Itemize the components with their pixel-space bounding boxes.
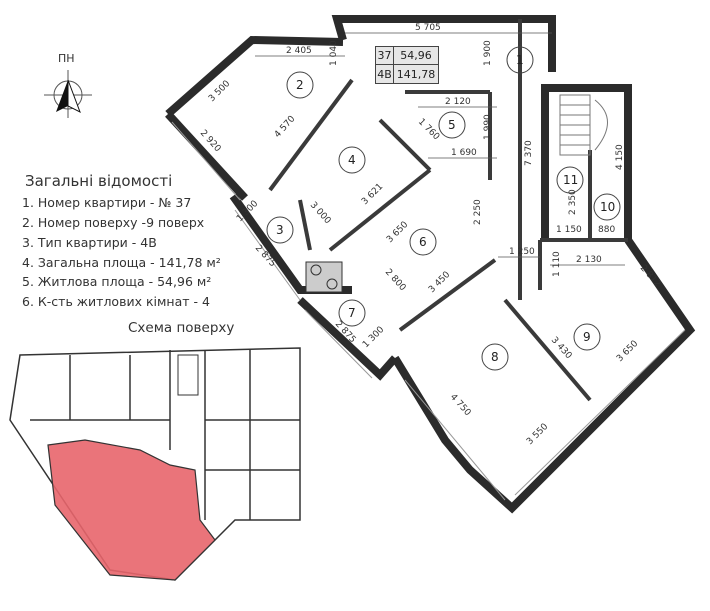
dimension-label: 1 690	[451, 148, 477, 158]
dimension-label: 1 300	[361, 325, 386, 350]
stove-icon	[305, 261, 343, 293]
summary-item: 5. Житлова площа - 54,96 м²	[22, 274, 212, 289]
dimension-label: 1 250	[509, 247, 535, 257]
room-number: 1	[516, 53, 524, 67]
dimension-label: 2 120	[445, 97, 471, 107]
dimension-label: 4 150	[615, 144, 625, 170]
windows	[171, 121, 686, 501]
room-number: 2	[296, 78, 304, 92]
badge-type: 4В	[376, 65, 394, 83]
badge-apartment-number: 37	[376, 47, 394, 65]
dimension-label: 3 621	[360, 182, 385, 207]
summary-title: Загальні відомості	[25, 172, 173, 190]
interior-walls	[268, 19, 628, 402]
room-markers	[266, 46, 621, 371]
dimension-label: 3 650	[385, 220, 410, 245]
dimension-label: 1 990	[483, 114, 493, 140]
summary-item: 3. Тип квартири - 4В	[22, 235, 157, 250]
dimension-label: 4 570	[273, 114, 298, 140]
apartment-badge: 37 54,96 4В 141,78	[375, 46, 439, 84]
room-number: 7	[348, 306, 356, 320]
dimension-label: 3 650	[615, 339, 640, 364]
dimension-label: 2 405	[286, 46, 312, 56]
dimension-label: 1 040	[329, 40, 339, 66]
dimension-label: 7 370	[524, 140, 534, 166]
dimension-lines	[255, 32, 625, 266]
badge-living-area: 54,96	[394, 47, 438, 65]
summary-item: 2. Номер поверху -9 поверх	[22, 215, 205, 230]
north-arrow-icon	[44, 70, 92, 118]
apartment-highlight	[47, 439, 216, 581]
scheme-title: Схема поверху	[128, 320, 235, 336]
dimension-label: 3 550	[525, 422, 550, 447]
summary-item: 4. Загальна площа - 141,78 м²	[22, 255, 221, 270]
dimension-label: 2 130	[576, 255, 602, 265]
room-number: 3	[276, 223, 284, 237]
room-number: 10	[600, 200, 615, 214]
room-number: 4	[348, 153, 356, 167]
dimension-label: 2 800	[383, 267, 408, 293]
room-number: 11	[563, 173, 578, 187]
dimension-label: 2 350	[568, 189, 578, 215]
compass-label: ПН	[58, 52, 75, 65]
dimension-label: 1 900	[483, 40, 493, 66]
stairs	[559, 94, 608, 156]
dimension-label: 1 760	[416, 117, 441, 142]
dimension-label: 4 750	[448, 392, 473, 418]
dimension-label: 3 000	[308, 200, 333, 226]
room-number: 5	[448, 118, 456, 132]
room-number: 8	[491, 350, 499, 364]
dimension-label: 1 110	[552, 251, 562, 277]
room-number: 9	[583, 330, 591, 344]
summary-item: 1. Номер квартири - № 37	[22, 195, 192, 210]
room-number: 6	[419, 235, 427, 249]
dimension-label: 1 150	[556, 225, 582, 235]
dimension-label: 880	[598, 225, 615, 235]
badge-total-area: 141,78	[396, 67, 436, 81]
summary-item: 6. К-сть житлових кімнат - 4	[22, 294, 210, 309]
dimension-label: 2 250	[473, 199, 483, 225]
dimension-label: 3 500	[207, 79, 232, 104]
dimension-label: 3 450	[427, 270, 452, 295]
dimension-label: 5 705	[415, 23, 441, 33]
